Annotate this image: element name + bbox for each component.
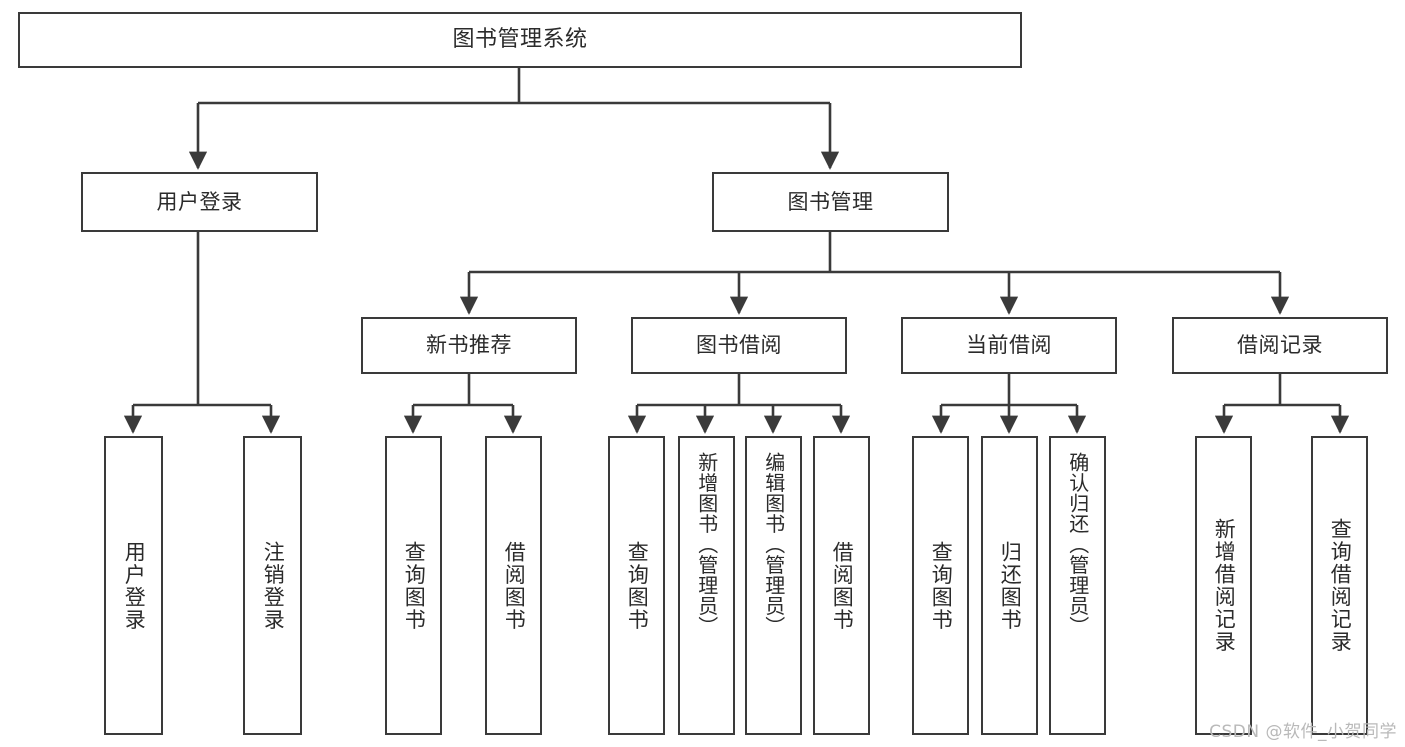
node-label: 新增借阅记录 xyxy=(1212,518,1237,653)
node-borrow-record[interactable]: 借阅记录 xyxy=(1172,317,1388,374)
node-label: 借阅图书 xyxy=(502,540,527,631)
node-label: 当前借阅 xyxy=(966,333,1052,358)
node-label: 用户登录 xyxy=(156,189,243,214)
watermark-text: CSDN @软件_小贺同学 xyxy=(1209,722,1397,742)
leaf-edit-book-admin[interactable]: 编辑图书（管理员） xyxy=(745,436,802,735)
node-label: 注销登录 xyxy=(261,540,286,631)
node-label: 查询借阅记录 xyxy=(1328,518,1353,653)
node-root-system[interactable]: 图书管理系统 xyxy=(18,12,1022,68)
node-label: 图书管理系统 xyxy=(452,27,588,53)
node-label: 确认归还（管理员） xyxy=(1065,452,1090,637)
leaf-logout[interactable]: 注销登录 xyxy=(243,436,302,735)
node-current-borrow[interactable]: 当前借阅 xyxy=(901,317,1117,374)
leaf-new-book-borrow[interactable]: 借阅图书 xyxy=(485,436,542,735)
node-book-management[interactable]: 图书管理 xyxy=(712,172,949,232)
node-new-book-recommend[interactable]: 新书推荐 xyxy=(361,317,577,374)
node-label: 查询图书 xyxy=(625,540,650,631)
node-label: 借阅记录 xyxy=(1237,333,1323,358)
leaf-return-book[interactable]: 归还图书 xyxy=(981,436,1038,735)
node-label: 查询图书 xyxy=(929,540,954,631)
leaf-current-query-book[interactable]: 查询图书 xyxy=(912,436,969,735)
leaf-borrow-book[interactable]: 借阅图书 xyxy=(813,436,870,735)
node-label: 借阅图书 xyxy=(830,540,855,631)
leaf-user-login[interactable]: 用户登录 xyxy=(104,436,163,735)
leaf-add-borrow-record[interactable]: 新增借阅记录 xyxy=(1195,436,1252,735)
node-label: 图书借阅 xyxy=(696,333,782,358)
node-label: 新书推荐 xyxy=(426,333,512,358)
leaf-new-book-query[interactable]: 查询图书 xyxy=(385,436,442,735)
node-label: 编辑图书（管理员） xyxy=(761,452,786,637)
node-label: 查询图书 xyxy=(402,540,427,631)
leaf-add-book-admin[interactable]: 新增图书（管理员） xyxy=(678,436,735,735)
node-label: 图书管理 xyxy=(787,189,874,214)
node-label: 归还图书 xyxy=(998,540,1023,631)
leaf-confirm-return-admin[interactable]: 确认归还（管理员） xyxy=(1049,436,1106,735)
node-label: 新增图书（管理员） xyxy=(694,452,719,637)
leaf-query-borrow-record[interactable]: 查询借阅记录 xyxy=(1311,436,1368,735)
leaf-borrow-query-book[interactable]: 查询图书 xyxy=(608,436,665,735)
node-label: 用户登录 xyxy=(122,540,147,631)
node-user-login[interactable]: 用户登录 xyxy=(81,172,318,232)
node-book-borrow[interactable]: 图书借阅 xyxy=(631,317,847,374)
